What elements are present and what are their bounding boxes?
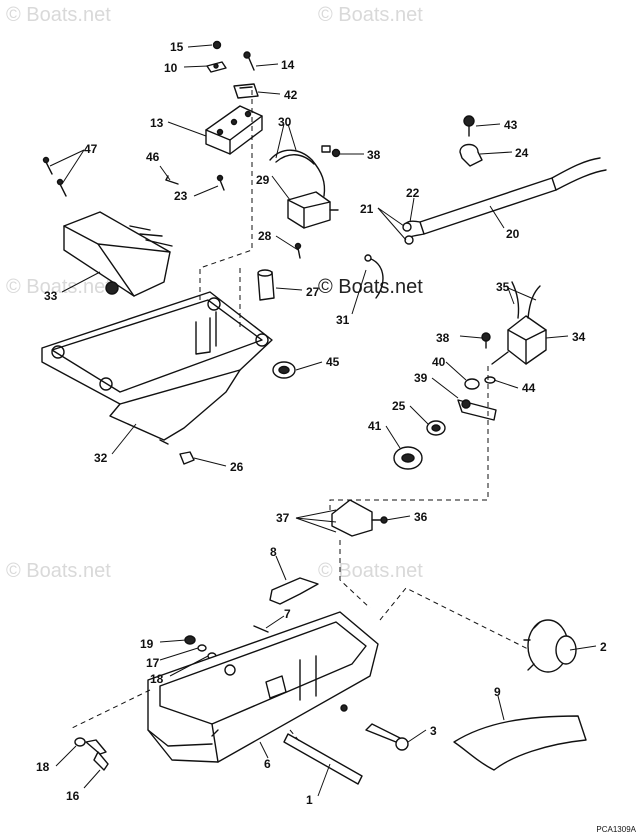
- part-cable-20: [402, 157, 607, 245]
- callout-labels: 15 10 14 42 13 30 43 38 24 47 46 29 23 2…: [36, 40, 607, 807]
- callout-7: 7: [284, 607, 291, 621]
- watermark: © Boats.net: [6, 560, 111, 582]
- part-handle-8: [269, 577, 319, 605]
- part-knob-2: [523, 619, 577, 673]
- part-control-box-32: [41, 291, 273, 445]
- callout-38: 38: [367, 148, 381, 162]
- callout-8: 8: [270, 545, 277, 559]
- callout-30: 30: [278, 115, 292, 129]
- callout-41: 41: [368, 419, 382, 433]
- callout-18: 18: [150, 672, 164, 686]
- callout-42: 42: [284, 88, 298, 102]
- part-shaft-1: [283, 733, 363, 785]
- part-screw-43: [463, 115, 475, 137]
- callout-20: 20: [506, 227, 520, 241]
- part-gasket-9: [453, 715, 587, 771]
- callout-6: 6: [264, 757, 271, 771]
- leader-lines: [49, 44, 597, 797]
- part-pin-44: [484, 376, 496, 384]
- part-cap-27: [257, 269, 275, 301]
- watermark: © Boats.net: [318, 560, 423, 582]
- part-nut-26: [179, 451, 195, 465]
- callout-14: 14: [281, 58, 295, 72]
- callout-32: 32: [94, 451, 108, 465]
- part-bracket-42: [233, 83, 259, 99]
- callout-36: 36: [414, 510, 428, 524]
- watermark: © Boats.net: [6, 4, 111, 26]
- callout-25: 25: [392, 399, 406, 413]
- part-screw-15: [212, 40, 222, 50]
- part-linkage-37: [331, 499, 388, 537]
- callout-24: 24: [515, 146, 529, 160]
- part-housing-33: [63, 211, 173, 297]
- callout-38: 38: [436, 331, 450, 345]
- part-washer-17: [197, 644, 207, 652]
- part-screws-47: [42, 156, 67, 197]
- part-wire-harness-30: [269, 145, 331, 197]
- part-clip-10: [206, 61, 227, 73]
- callout-29: 29: [256, 173, 270, 187]
- callout-19: 19: [140, 637, 154, 651]
- callout-45: 45: [326, 355, 340, 369]
- callout-3: 3: [430, 724, 437, 738]
- callout-35: 35: [496, 280, 510, 294]
- callout-1: 1: [306, 793, 313, 807]
- watermark: © Boats.net: [318, 276, 423, 298]
- part-screw-38-top: [331, 148, 341, 158]
- callout-13: 13: [150, 116, 164, 130]
- part-switch-34: [491, 281, 547, 365]
- part-washer-40: [464, 378, 480, 390]
- part-bolt-16: [85, 739, 109, 771]
- callout-33: 33: [44, 289, 58, 303]
- part-washer-18-bottom: [74, 737, 86, 747]
- callout-15: 15: [170, 40, 184, 54]
- callout-21: 21: [360, 202, 374, 216]
- callout-27: 27: [306, 285, 320, 299]
- part-screw-38-right: [481, 332, 491, 349]
- callout-23: 23: [174, 189, 188, 203]
- callout-31: 31: [336, 313, 350, 327]
- callout-44: 44: [522, 381, 536, 395]
- part-bolt-3: [365, 723, 409, 751]
- part-base-housing-6: [147, 611, 379, 763]
- part-clamp-24: [459, 143, 483, 167]
- part-module-29: [287, 191, 339, 229]
- part-strap-31: [364, 254, 384, 299]
- callout-26: 26: [230, 460, 244, 474]
- callout-47: 47: [84, 142, 98, 156]
- callout-39: 39: [414, 371, 428, 385]
- assembly-lines: [71, 90, 531, 743]
- callout-34: 34: [572, 330, 586, 344]
- watermark: © Boats.net: [6, 276, 111, 298]
- callout-28: 28: [258, 229, 272, 243]
- part-screw-23: [216, 174, 225, 191]
- callout-22: 22: [406, 186, 420, 200]
- part-screw-14: [243, 51, 255, 71]
- callout-16: 16: [66, 789, 80, 803]
- callout-9: 9: [494, 685, 501, 699]
- callout-43: 43: [504, 118, 518, 132]
- callout-17: 17: [146, 656, 160, 670]
- callout-46: 46: [146, 150, 160, 164]
- part-nut-19: [184, 635, 196, 645]
- part-grommet-45: [272, 361, 296, 379]
- watermark: © Boats.net: [318, 4, 423, 26]
- callout-2: 2: [600, 640, 607, 654]
- part-terminal-block-13: [205, 105, 263, 155]
- part-bearing-25: [426, 420, 446, 436]
- callout-40: 40: [432, 355, 446, 369]
- callout-10: 10: [164, 61, 178, 75]
- part-gear-41: [393, 446, 423, 470]
- callout-18: 18: [36, 760, 50, 774]
- figure-code: PCA1309A: [596, 825, 636, 834]
- part-pin-7: [253, 625, 269, 633]
- callout-37: 37: [276, 511, 290, 525]
- part-lever-39: [457, 399, 497, 421]
- part-screw-28: [294, 242, 302, 259]
